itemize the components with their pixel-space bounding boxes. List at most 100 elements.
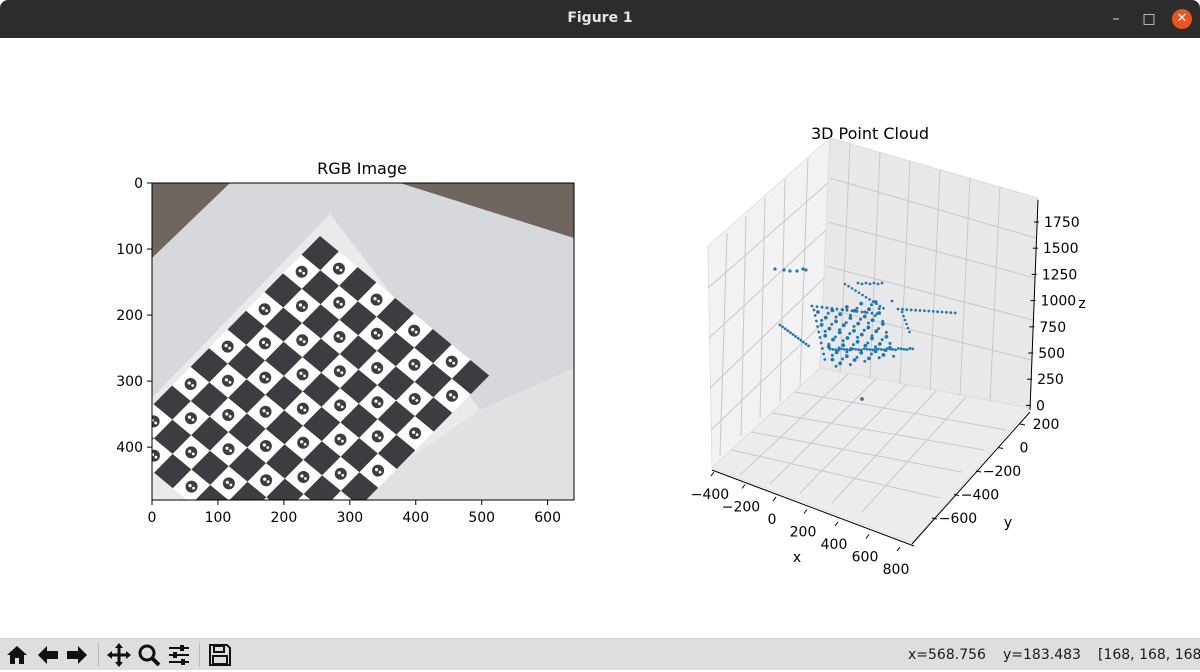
aruco-marker [297, 471, 310, 483]
cloud-point [823, 358, 827, 361]
cloud-point [856, 335, 860, 339]
x-tick-label: 0 [148, 510, 157, 526]
cloud-point [855, 339, 860, 344]
checkerboard [152, 236, 490, 581]
aruco-bit [448, 393, 453, 397]
cloud-point [848, 313, 852, 317]
aruco-bit [336, 334, 340, 338]
cloud-point [890, 299, 894, 303]
cloud-point [791, 333, 795, 336]
cloud-point [826, 311, 830, 315]
pan-button[interactable] [106, 642, 132, 668]
aruco-bit [303, 442, 307, 446]
title-bar[interactable]: Figure 1 – □ ✕ [0, 0, 1200, 38]
board-square [339, 301, 377, 336]
cloud-point [945, 310, 948, 314]
cloud-point [940, 310, 944, 314]
board-marker-cell [297, 494, 311, 500]
aruco-bit [225, 446, 229, 450]
cloud-point [860, 282, 864, 286]
cloud-point [888, 347, 892, 351]
close-button[interactable]: ✕ [1172, 9, 1192, 29]
z-tick-label: 1500 [1043, 241, 1079, 257]
board-square [264, 273, 302, 308]
home-button[interactable] [4, 642, 30, 668]
aruco-marker [222, 443, 235, 456]
cloud-point [840, 308, 844, 311]
board-square [340, 369, 378, 404]
cloud-point [877, 347, 880, 351]
x-tick-label: −200 [722, 500, 760, 516]
aruco-bit [152, 453, 155, 457]
cloud-point [845, 308, 849, 312]
aruco-bit [377, 368, 381, 371]
cloud-point [864, 295, 868, 299]
cloud-point [901, 307, 904, 311]
cloud-point [875, 302, 878, 306]
cloud-point [859, 317, 863, 321]
x-tick-label: 300 [336, 510, 363, 526]
board-square [302, 372, 340, 407]
aruco-marker [222, 477, 235, 490]
cloud-point [837, 330, 842, 335]
maximize-button[interactable]: □ [1142, 11, 1156, 27]
navigation-toolbar: x=568.756 y=183.483 [168, 168, 168] [0, 638, 1200, 670]
zoom-button[interactable] [136, 642, 162, 668]
x-tick-label: −400 [691, 487, 729, 503]
aruco-bit [187, 381, 191, 385]
configure-subplots-button[interactable] [166, 642, 192, 668]
aruco-marker [333, 296, 346, 309]
aruco-bit [374, 468, 379, 472]
cloud-point [834, 364, 838, 368]
arrow-left-icon [38, 646, 58, 664]
z-tick-label: 0 [1036, 398, 1045, 414]
aruco-marker [298, 505, 310, 517]
forward-button[interactable] [64, 642, 90, 668]
aruco-bit [154, 455, 158, 459]
floppy-disk-icon [209, 644, 231, 666]
cloud-point [838, 312, 843, 317]
y-tick-label: 100 [116, 242, 143, 258]
aruco-bit [266, 411, 269, 415]
board-square [190, 348, 228, 383]
aruco-bit [301, 509, 304, 512]
cloud-point [848, 348, 852, 352]
aruco-bit [411, 362, 415, 366]
z-tick-label: 750 [1039, 320, 1066, 336]
board-square [414, 363, 452, 398]
point-cloud-scatter [773, 267, 957, 401]
aruco-bit [304, 477, 307, 480]
board-square [191, 450, 229, 485]
cloud-point [801, 267, 805, 271]
cloud-point [868, 348, 872, 351]
cloud-point [851, 347, 855, 351]
sliders-icon [169, 645, 189, 665]
y-tick-label: 300 [116, 374, 143, 390]
aruco-marker [372, 464, 385, 477]
y-tick [931, 517, 938, 520]
cloud-point [844, 354, 849, 359]
cloud-point [899, 347, 903, 351]
cloud-point [816, 310, 820, 314]
back-button[interactable] [35, 642, 61, 668]
board-marker-cell [152, 404, 173, 439]
cloud-point [851, 343, 855, 347]
aruco-bit [337, 437, 341, 441]
aruco-marker [261, 543, 273, 555]
minimize-button[interactable]: – [1112, 11, 1120, 27]
cloud-point [888, 341, 892, 345]
cloud-point [852, 308, 857, 313]
x-tick [803, 509, 808, 514]
cloud-point [927, 309, 931, 313]
aruco-bit [378, 470, 382, 474]
save-button[interactable] [207, 642, 233, 668]
cloud-point [897, 347, 900, 350]
board-square [267, 547, 304, 581]
cloud-point [882, 348, 886, 352]
aruco-marker [370, 327, 383, 340]
move-icon [107, 643, 131, 667]
aruco-marker [222, 409, 235, 421]
cloud-point [905, 348, 909, 352]
